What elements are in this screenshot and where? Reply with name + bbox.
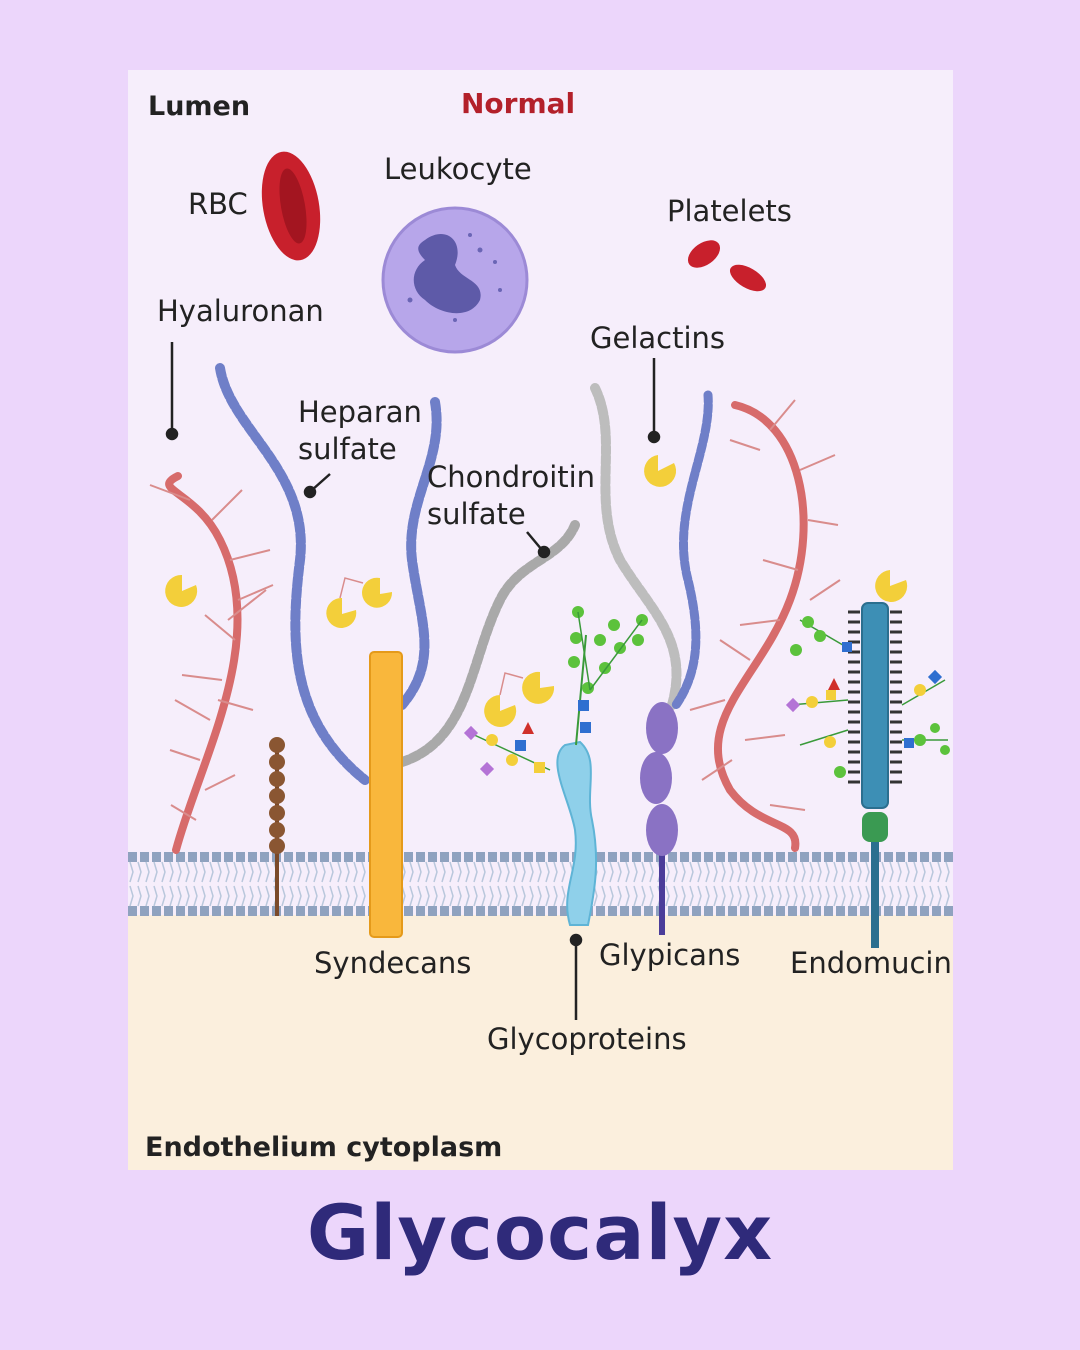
chondroitin-label-line2: sulfate: [427, 497, 526, 531]
cytoplasm-region: [128, 915, 953, 1170]
endomucin: [785, 602, 950, 948]
hyaluronan-strand: [149, 472, 274, 854]
glypican-chain-blue: [671, 390, 713, 710]
heparan-sulfate-chain: [215, 363, 370, 785]
heparan-sulfate-chain-2: [397, 397, 442, 710]
leukocyte-label: Leukocyte: [384, 152, 532, 186]
gelactin-icons: [165, 455, 908, 727]
leukocyte-icon: [381, 206, 529, 354]
heparan-label-line1: Heparan: [298, 395, 422, 429]
endomucin-label: Endomucin: [790, 946, 952, 980]
gelactins-label: Gelactins: [590, 321, 725, 355]
chondroitin-sulfate-chain: [397, 520, 580, 767]
platelets-label: Platelets: [667, 194, 792, 228]
page-title: Glycocalyx: [306, 1188, 774, 1277]
leader-lines: [165, 342, 661, 1020]
chondroitin-label-line1: Chondroitin: [427, 460, 595, 494]
glypican: [640, 702, 678, 935]
glypican-chain-gray: [590, 383, 682, 710]
rbc-label: RBC: [188, 187, 248, 221]
glycoproteins-label: Glycoproteins: [487, 1022, 687, 1056]
platelets-icon: [687, 240, 767, 292]
gelactin-links: [339, 577, 524, 696]
condition-label: Normal: [461, 87, 575, 120]
brown-bead-protein: [269, 737, 285, 916]
hyaluronan-strand-right: [689, 399, 841, 852]
glypicans-label: Glypicans: [599, 938, 740, 972]
cytoplasm-label: Endothelium cytoplasm: [145, 1132, 502, 1163]
lumen-label: Lumen: [148, 91, 250, 122]
hyaluronan-label: Hyaluronan: [157, 294, 324, 328]
syndecans-label: Syndecans: [314, 946, 471, 980]
syndecan-core-protein: [369, 651, 403, 938]
rbc-icon: [261, 151, 321, 261]
glycoprotein: [463, 606, 648, 926]
heparan-label-line2: sulfate: [298, 432, 397, 466]
